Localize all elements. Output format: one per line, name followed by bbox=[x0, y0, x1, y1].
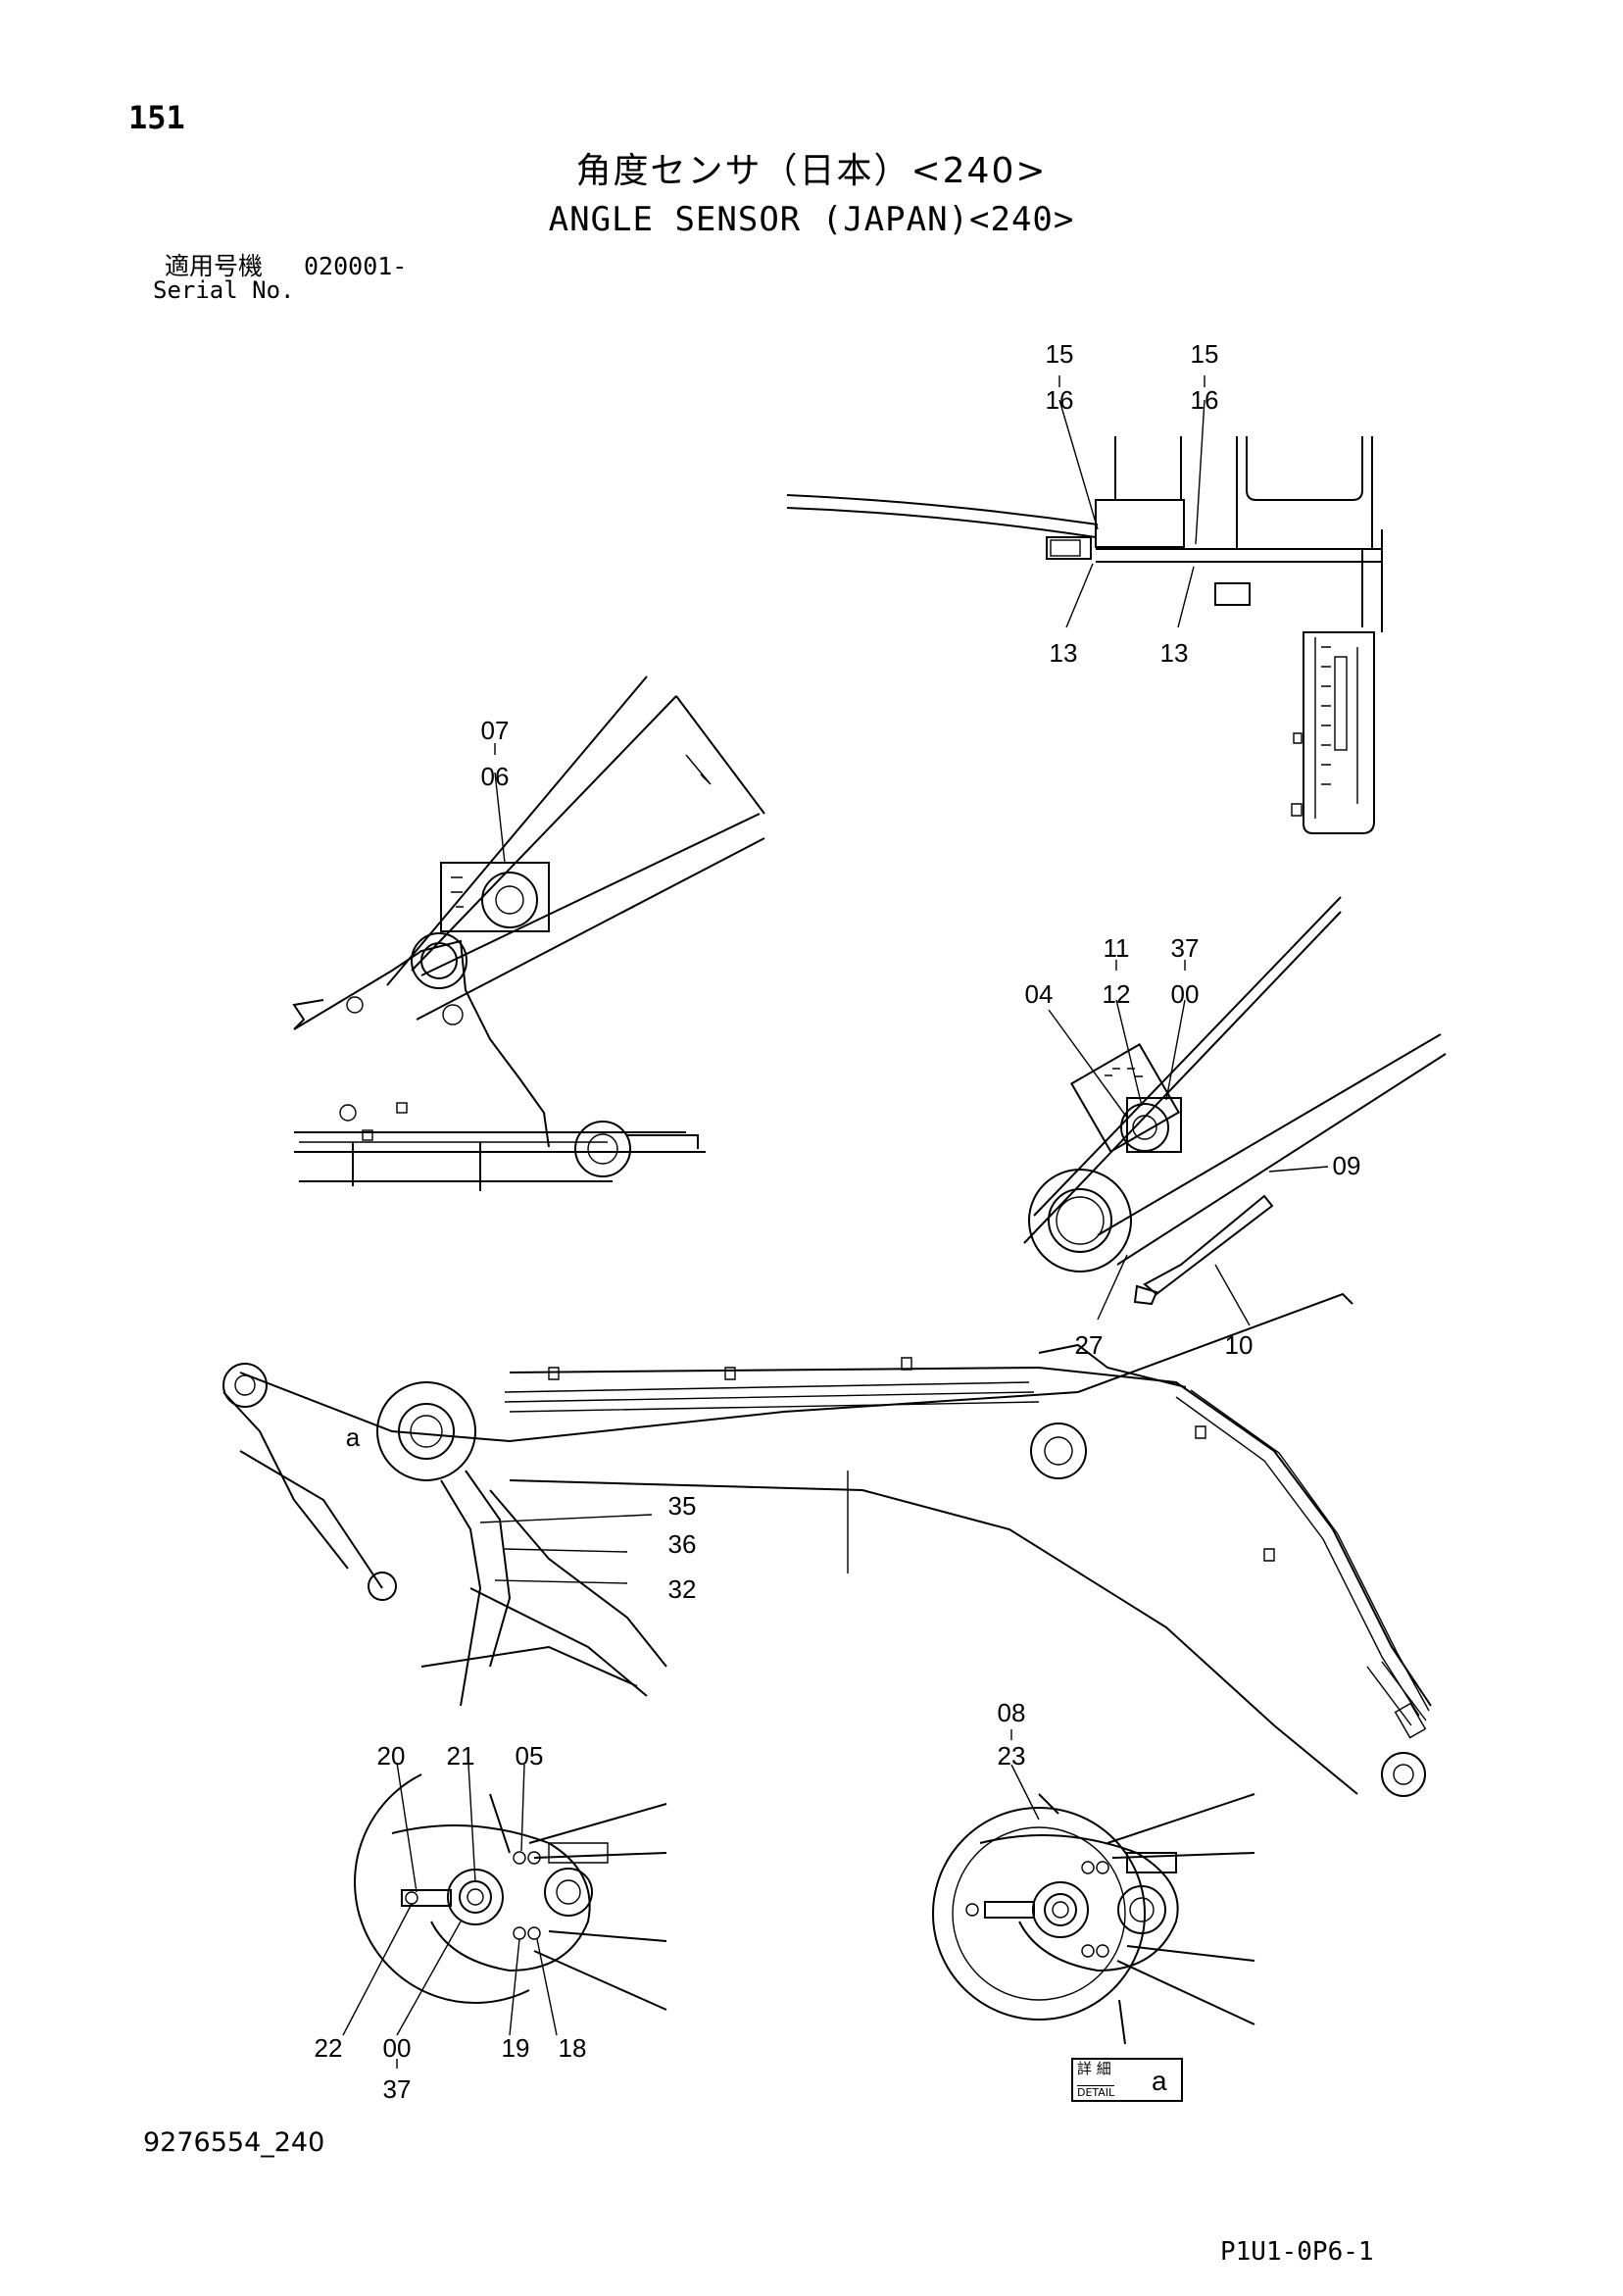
detail-tag-letter: a bbox=[1152, 2066, 1167, 2096]
callout-06: 06 bbox=[481, 762, 510, 791]
callout-13: 13 bbox=[1160, 638, 1189, 668]
callout-19: 19 bbox=[502, 2033, 530, 2063]
callout-04: 04 bbox=[1025, 979, 1054, 1009]
callout-07: 07 bbox=[481, 716, 510, 745]
callout-a: a bbox=[346, 1423, 361, 1452]
left-view-boom-foot bbox=[292, 675, 765, 1191]
callout-00: 00 bbox=[1171, 979, 1200, 1009]
callout-18: 18 bbox=[559, 2033, 587, 2063]
callout-16: 16 bbox=[1191, 385, 1219, 415]
callout-11: 11 bbox=[1104, 933, 1130, 963]
callout-27: 27 bbox=[1075, 1330, 1104, 1360]
detail-tag-japanese: 詳 細 bbox=[1077, 2060, 1111, 2077]
callout-13: 13 bbox=[1050, 638, 1078, 668]
detail-tag: 詳 細 DETAIL a bbox=[1071, 2058, 1183, 2102]
callout-23: 23 bbox=[998, 1741, 1026, 1771]
detail-tag-english: DETAIL bbox=[1077, 2085, 1115, 2099]
page-code: P1U1-0P6-1 bbox=[1220, 2237, 1374, 2267]
callout-36: 36 bbox=[668, 1529, 697, 1559]
serial-label-japanese: 適用号機 bbox=[165, 252, 264, 280]
callout-09: 09 bbox=[1333, 1151, 1361, 1180]
callout-22: 22 bbox=[315, 2033, 343, 2063]
callout-15: 15 bbox=[1046, 339, 1074, 369]
callout-labels: 15 16 15 16 13 13 07 06 11 37 04 12 00 0… bbox=[315, 339, 1361, 2104]
callout-21: 21 bbox=[447, 1741, 475, 1771]
callout-37: 37 bbox=[383, 2074, 412, 2104]
serial-value: 020001- bbox=[304, 252, 408, 280]
callout-15: 15 bbox=[1191, 339, 1219, 369]
right-view-sensor-bracket bbox=[1023, 896, 1447, 1326]
page-number: 151 bbox=[128, 99, 185, 136]
callout-10: 10 bbox=[1225, 1330, 1254, 1360]
title-english: ANGLE SENSOR (JAPAN)<240> bbox=[548, 200, 1075, 239]
top-view-frame bbox=[786, 375, 1383, 834]
title-japanese: 角度センサ（日本）<240> bbox=[575, 151, 1048, 191]
drawing-number: 9276554_240 bbox=[143, 2127, 325, 2158]
callout-00: 00 bbox=[383, 2033, 412, 2063]
callout-16: 16 bbox=[1046, 385, 1074, 415]
boom-main-view bbox=[222, 1292, 1432, 1797]
detail-a-left bbox=[342, 1762, 667, 2069]
serial-label-english: Serial No. bbox=[153, 276, 295, 304]
callout-05: 05 bbox=[516, 1741, 544, 1771]
callout-37: 37 bbox=[1171, 933, 1200, 963]
callout-12: 12 bbox=[1103, 979, 1131, 1009]
callout-08: 08 bbox=[998, 1698, 1026, 1727]
detail-a-right bbox=[932, 1729, 1255, 2045]
callout-32: 32 bbox=[668, 1574, 697, 1604]
callout-35: 35 bbox=[668, 1491, 697, 1521]
callout-20: 20 bbox=[377, 1741, 406, 1771]
